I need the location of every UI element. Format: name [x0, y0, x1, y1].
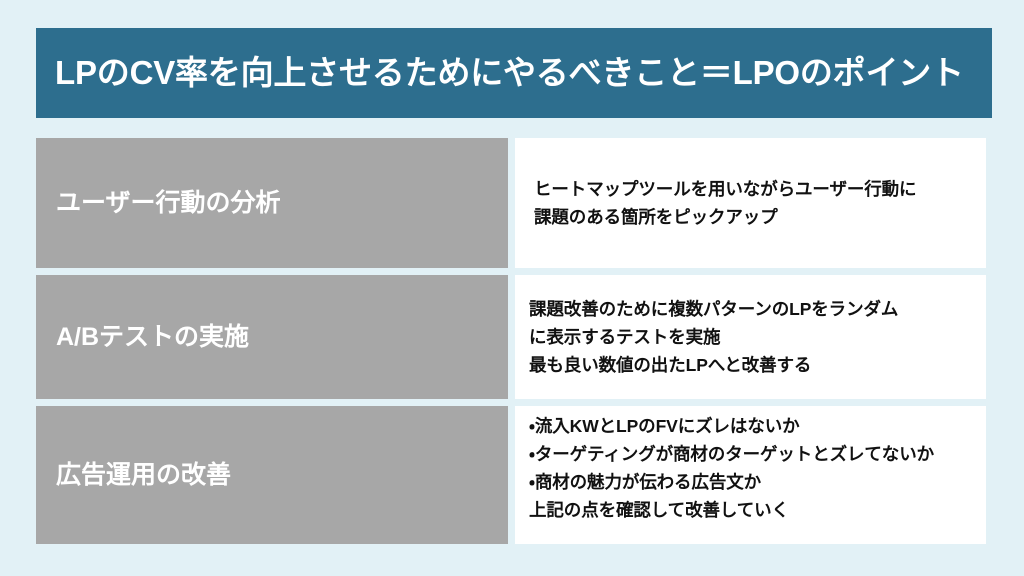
table-row-label-cell: 広告運用の改善	[36, 406, 508, 544]
body-line: 課題改善のために複数パターンのLPをランダム	[529, 299, 899, 319]
header-banner: LPのCV率を向上させるためにやるべきこと＝LPOのポイント	[36, 28, 992, 118]
body-line: ・ターゲティングが商材のターゲットとズレてないか	[529, 444, 934, 464]
body-line: 課題のある箇所をピックアップ	[534, 207, 778, 227]
page-title: LPのCV率を向上させるためにやるべきこと＝LPOのポイント	[55, 53, 964, 91]
table-row-label: ユーザー行動の分析	[56, 189, 281, 217]
body-line: に表示するテストを実施	[529, 327, 721, 347]
body-line: ・商材の魅力が伝わる広告文か	[529, 472, 762, 492]
table-row: 広告運用の改善 ・流入KWとLPのFVにズレはないか ・ターゲティングが商材のタ…	[36, 406, 986, 544]
body-line: ヒートマップツールを用いながらユーザー行動に	[534, 179, 917, 199]
table-row-body-cell: ・流入KWとLPのFVにズレはないか ・ターゲティングが商材のターゲットとズレて…	[515, 406, 986, 544]
body-line: ・流入KWとLPのFVにズレはないか	[529, 416, 800, 436]
table-row: A/Bテストの実施 課題改善のために複数パターンのLPをランダム に表示するテス…	[36, 275, 986, 399]
table-row: ユーザー行動の分析 ヒートマップツールを用いながらユーザー行動に 課題のある箇所…	[36, 138, 986, 268]
body-line: 最も良い数値の出たLPへと改善する	[529, 355, 812, 375]
table-row-label: A/Bテストの実施	[56, 323, 250, 351]
table-row-label-cell: ユーザー行動の分析	[36, 138, 508, 268]
table-row-body-cell: 課題改善のために複数パターンのLPをランダム に表示するテストを実施 最も良い数…	[515, 275, 986, 399]
column-gutter	[508, 138, 515, 268]
lpo-points-table: ユーザー行動の分析 ヒートマップツールを用いながらユーザー行動に 課題のある箇所…	[36, 138, 986, 544]
table-row-body-cell: ヒートマップツールを用いながらユーザー行動に 課題のある箇所をピックアップ	[515, 138, 986, 268]
table-row-label: 広告運用の改善	[56, 461, 232, 489]
table-row-label-cell: A/Bテストの実施	[36, 275, 508, 399]
column-gutter	[508, 406, 515, 544]
body-line: 上記の点を確認して改善していく	[529, 500, 789, 520]
column-gutter	[508, 275, 515, 399]
